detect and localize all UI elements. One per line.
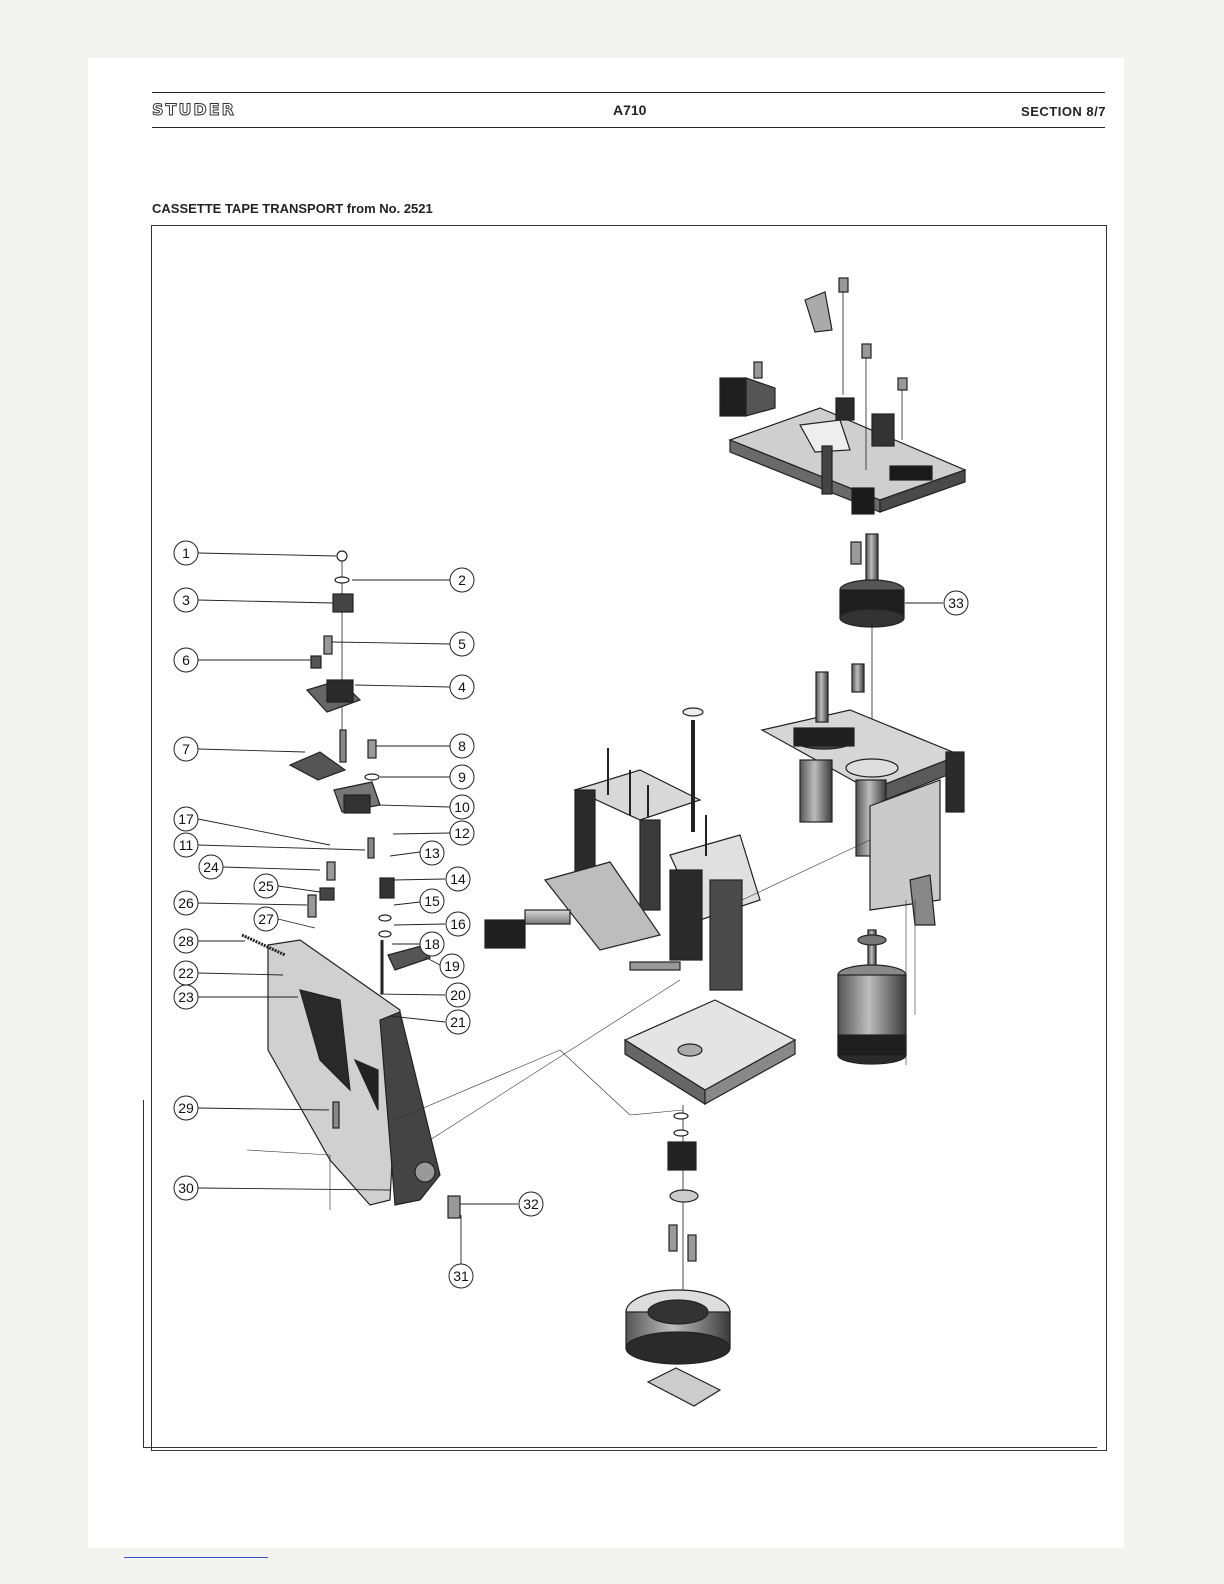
callout-20: 20 (450, 987, 466, 1003)
callout-33: 33 (948, 595, 964, 611)
callout-17: 17 (178, 811, 194, 827)
callout-32: 32 (523, 1196, 539, 1212)
callout-12: 12 (454, 825, 470, 841)
callout-22: 22 (178, 965, 194, 981)
callout-15: 15 (424, 893, 440, 909)
callout-5: 5 (458, 636, 466, 652)
callout-labels: 1 2 3 4 5 6 7 8 9 10 11 12 13 14 15 16 1… (178, 545, 964, 1284)
callout-16: 16 (450, 916, 466, 932)
callout-10: 10 (454, 799, 470, 815)
callout-27: 27 (258, 911, 274, 927)
callout-9: 9 (458, 769, 466, 785)
base-plate (625, 1000, 795, 1406)
callout-4: 4 (458, 679, 466, 695)
callout-13: 13 (424, 845, 440, 861)
callout-30: 30 (178, 1180, 194, 1196)
footer-link-underline (124, 1557, 268, 1558)
callout-1: 1 (182, 545, 190, 561)
callout-21: 21 (450, 1014, 466, 1030)
capstan-motor (838, 930, 906, 1064)
motor-bracket (762, 672, 964, 925)
callout-29: 29 (178, 1100, 194, 1116)
callout-25: 25 (258, 878, 274, 894)
callout-7: 7 (182, 741, 190, 757)
callout-14: 14 (450, 871, 466, 887)
callout-6: 6 (182, 652, 190, 668)
callout-8: 8 (458, 738, 466, 754)
head-block (485, 708, 760, 990)
callout-28: 28 (178, 933, 194, 949)
callout-circles (174, 541, 968, 1288)
callout-23: 23 (178, 989, 194, 1005)
callout-31: 31 (453, 1268, 469, 1284)
callout-18: 18 (424, 936, 440, 952)
callout-2: 2 (458, 572, 466, 588)
callout-11: 11 (179, 837, 194, 853)
callout-3: 3 (182, 592, 190, 608)
callout-24: 24 (203, 859, 219, 875)
cassette-deck-plate (720, 278, 965, 514)
callout-19: 19 (444, 958, 460, 974)
callout-26: 26 (178, 895, 194, 911)
